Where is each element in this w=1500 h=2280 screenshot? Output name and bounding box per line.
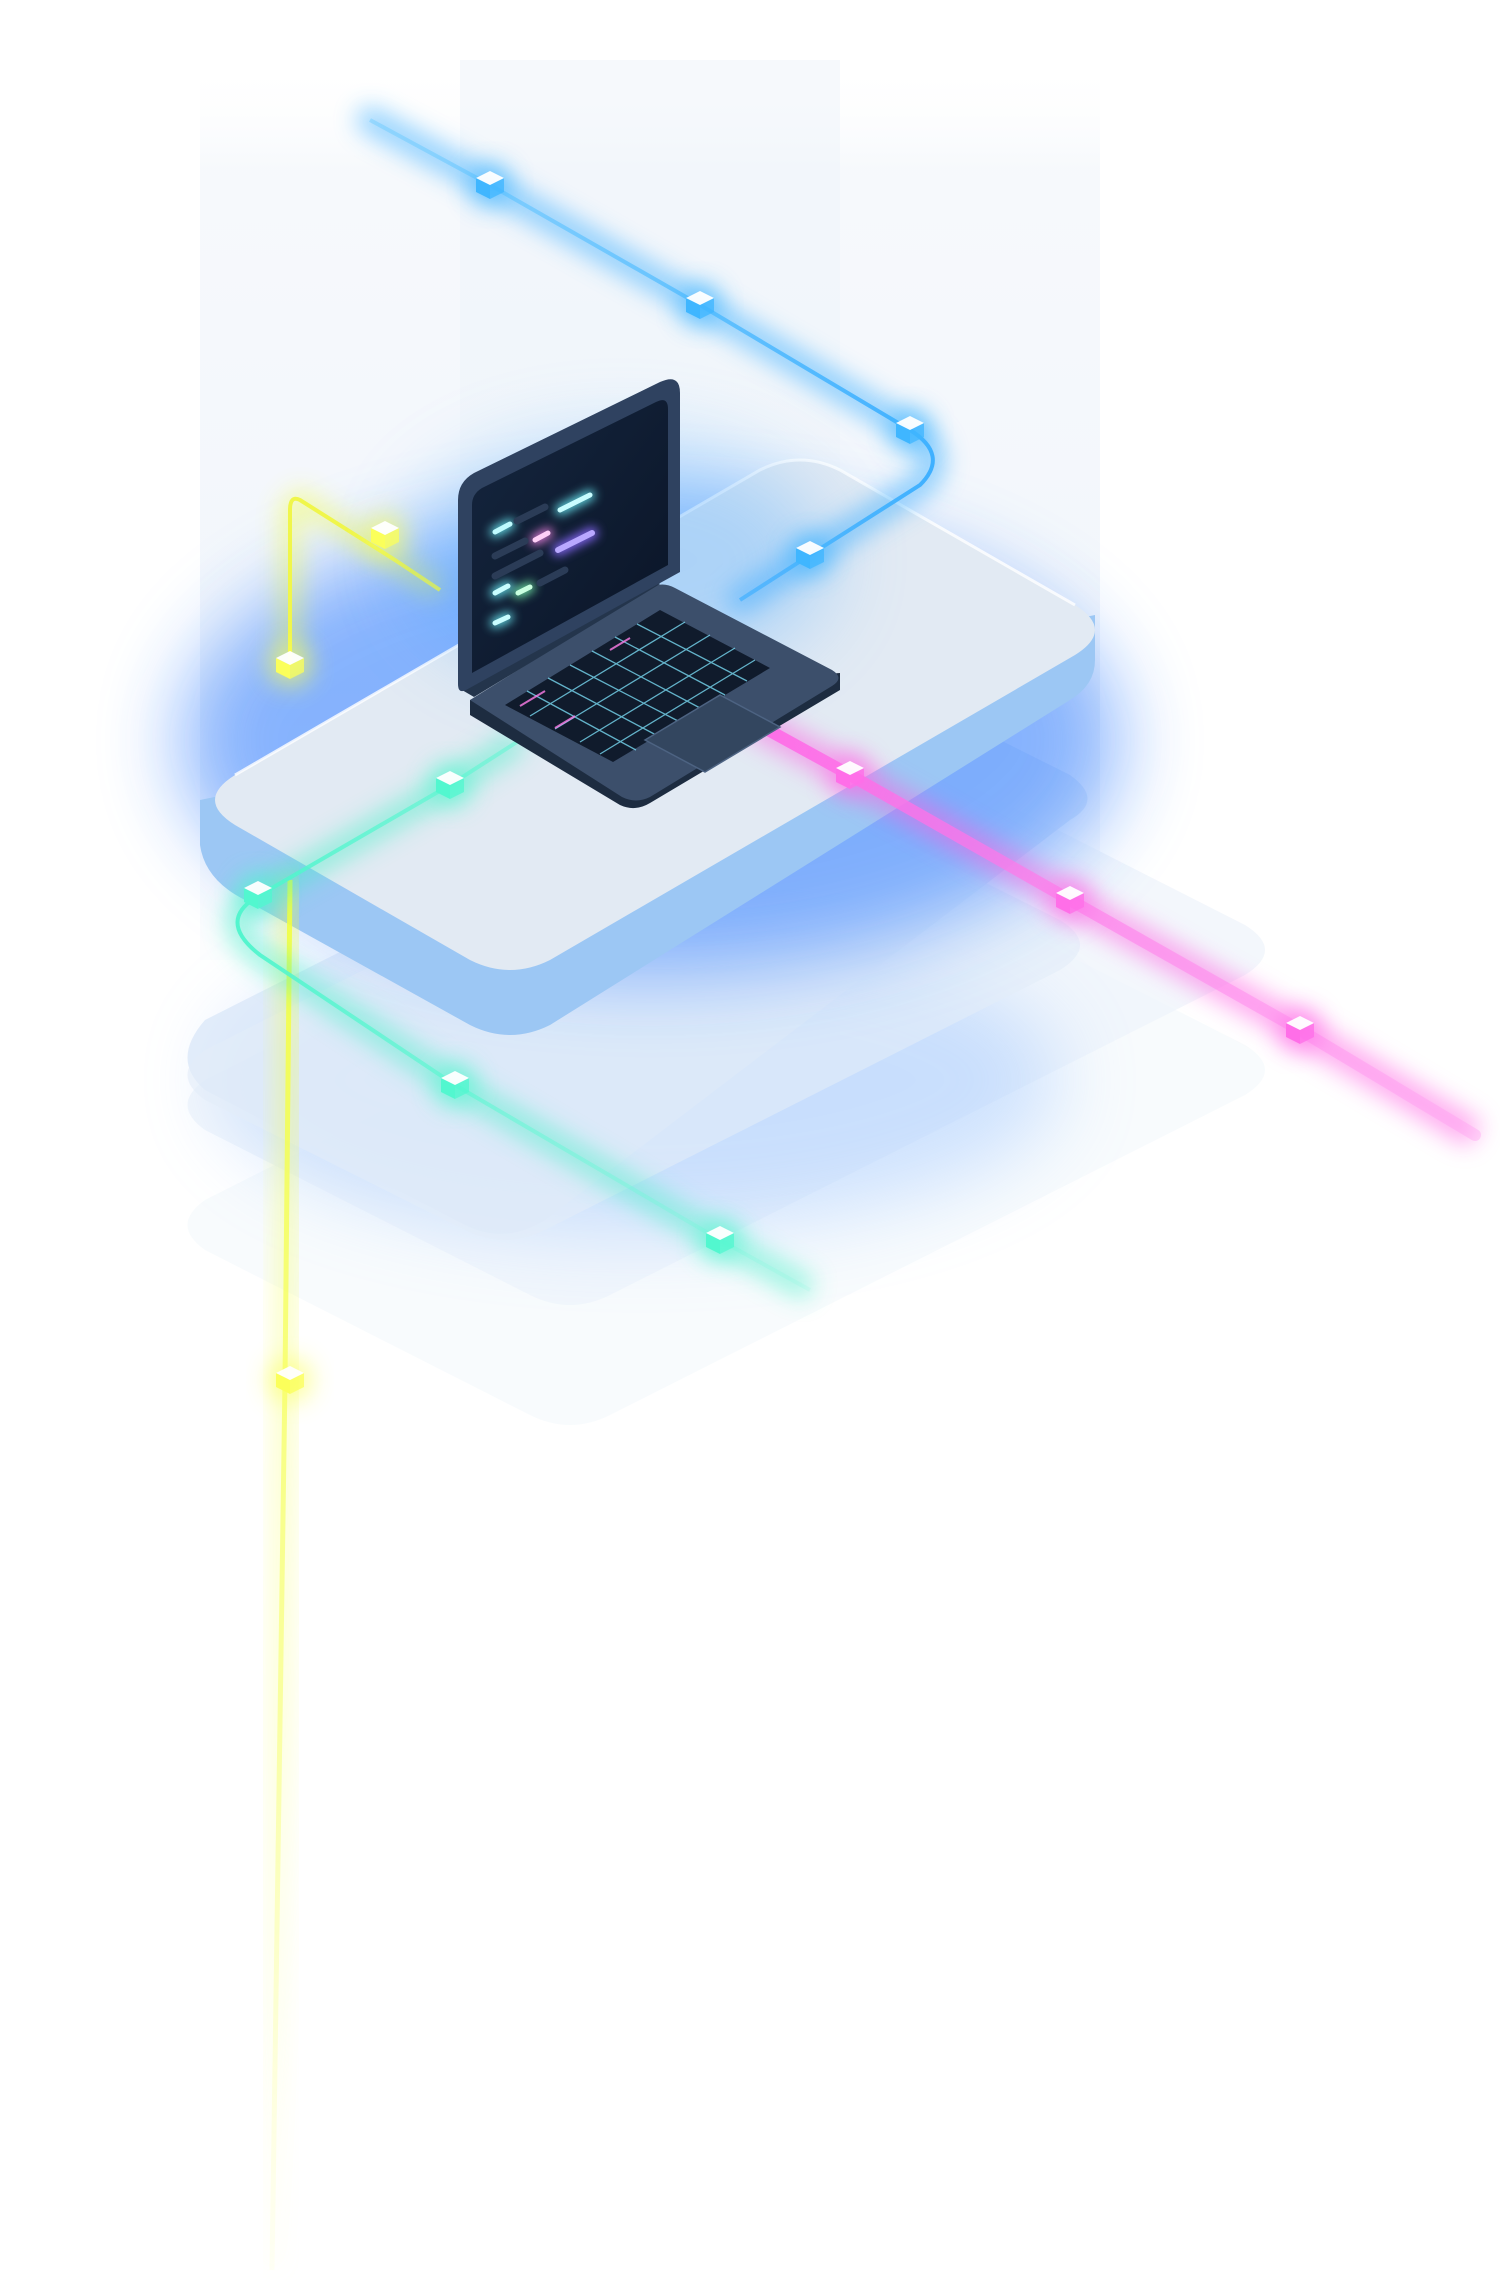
connector-node-icon [788, 533, 832, 577]
platform-top-highlight [234, 458, 1076, 777]
screen-code-lines [491, 492, 595, 626]
laptop-keyboard [505, 610, 770, 762]
code-line [532, 530, 551, 543]
keyboard-accent-keys [519, 637, 631, 729]
blue-line [369, 118, 935, 602]
connector-node-icon [433, 1063, 477, 1107]
connector-node-icon [828, 753, 872, 797]
connector-node-icon [268, 1358, 312, 1402]
blue-connector [357, 107, 946, 613]
connector-node-icon [698, 1218, 742, 1262]
yellow-line-upper [288, 496, 442, 665]
connector-node-icon [678, 283, 722, 327]
code-line [491, 537, 529, 560]
code-line [492, 521, 513, 535]
code-line [515, 584, 533, 596]
code-line [492, 583, 511, 596]
code-line [492, 614, 511, 626]
laptop-screen [472, 400, 668, 673]
code-line [491, 549, 544, 580]
laptop-trackpad [643, 694, 782, 773]
connector-node-icon [363, 513, 407, 557]
code-line [536, 566, 569, 587]
laptop-icon [410, 379, 840, 809]
code-line [557, 492, 593, 513]
connector-node-icon [1048, 878, 1092, 922]
connector-node-icon [1278, 1008, 1322, 1052]
connector-node-icon [236, 873, 280, 917]
keyboard-key-grid [526, 621, 756, 755]
connector-node-icon [268, 643, 312, 687]
code-line [513, 503, 549, 525]
connector-node-icon [888, 408, 932, 452]
connector-node-icon [428, 763, 472, 807]
code-line [555, 530, 595, 553]
connector-node-icon [468, 163, 512, 207]
connector-nodes [236, 163, 1322, 1402]
